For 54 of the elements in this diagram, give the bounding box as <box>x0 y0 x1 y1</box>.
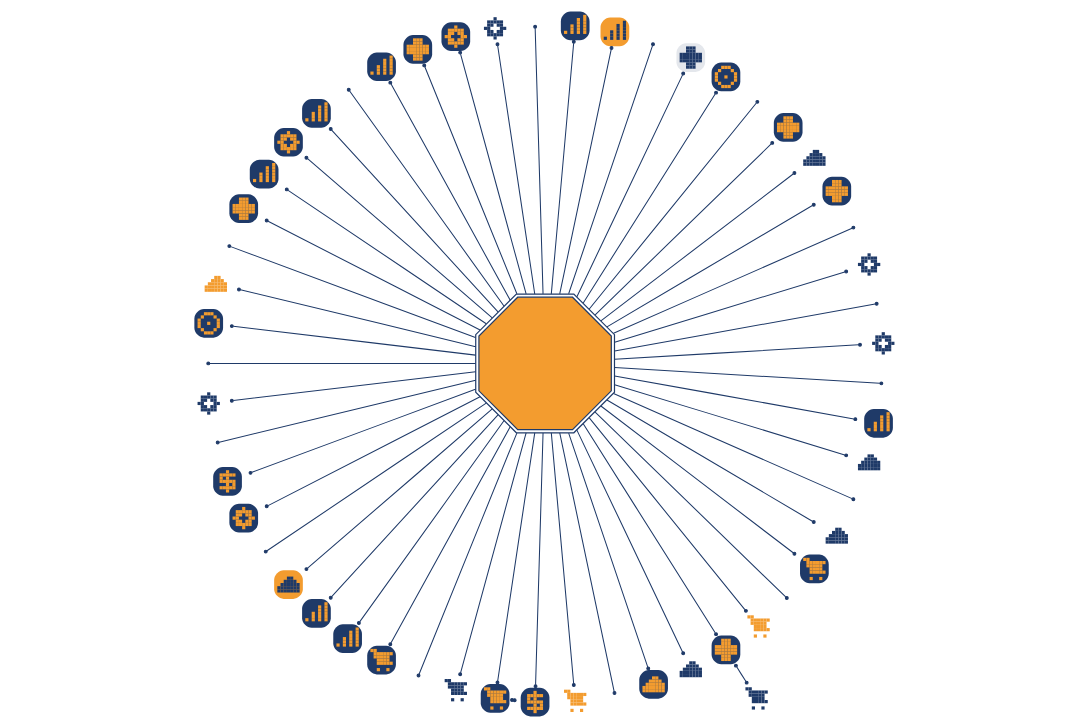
connector <box>614 303 876 352</box>
connector <box>606 202 816 328</box>
connector <box>594 411 787 598</box>
connector <box>422 63 518 295</box>
connector <box>248 388 476 475</box>
connector <box>614 375 858 422</box>
connector <box>614 367 881 384</box>
connector <box>582 90 718 304</box>
connector <box>588 102 757 310</box>
connector <box>495 432 536 685</box>
connector <box>614 384 849 458</box>
connector <box>588 417 748 613</box>
connector <box>264 218 481 331</box>
connector <box>209 362 477 364</box>
connector <box>534 27 544 295</box>
connector <box>550 39 576 295</box>
connector <box>582 423 718 637</box>
connector <box>550 432 576 687</box>
connector <box>458 432 527 677</box>
connector <box>594 140 775 316</box>
connector <box>559 45 614 295</box>
connector <box>613 227 853 334</box>
connector <box>388 426 511 647</box>
connector <box>229 371 477 403</box>
connector <box>349 90 505 307</box>
connector <box>264 396 481 509</box>
connector <box>614 269 849 343</box>
connector <box>614 342 862 360</box>
connector <box>304 155 493 319</box>
connector <box>733 663 749 685</box>
connector <box>328 127 499 313</box>
connector <box>613 393 853 500</box>
connector <box>576 429 686 656</box>
connector <box>356 420 505 625</box>
connector <box>218 379 477 443</box>
connector <box>568 45 654 295</box>
connector <box>328 414 499 600</box>
connector <box>559 432 615 693</box>
connector <box>418 432 518 675</box>
connector <box>304 408 493 572</box>
connector <box>576 71 686 298</box>
connector <box>237 287 477 348</box>
connector <box>388 80 511 301</box>
connector <box>568 432 651 671</box>
connector <box>266 402 487 552</box>
connector <box>230 246 476 339</box>
connector <box>600 171 797 322</box>
connector <box>229 324 477 356</box>
connector <box>606 399 816 524</box>
connector <box>458 50 527 295</box>
connector <box>533 432 544 689</box>
connector <box>284 187 487 325</box>
connector <box>495 42 536 295</box>
connector <box>600 405 797 556</box>
